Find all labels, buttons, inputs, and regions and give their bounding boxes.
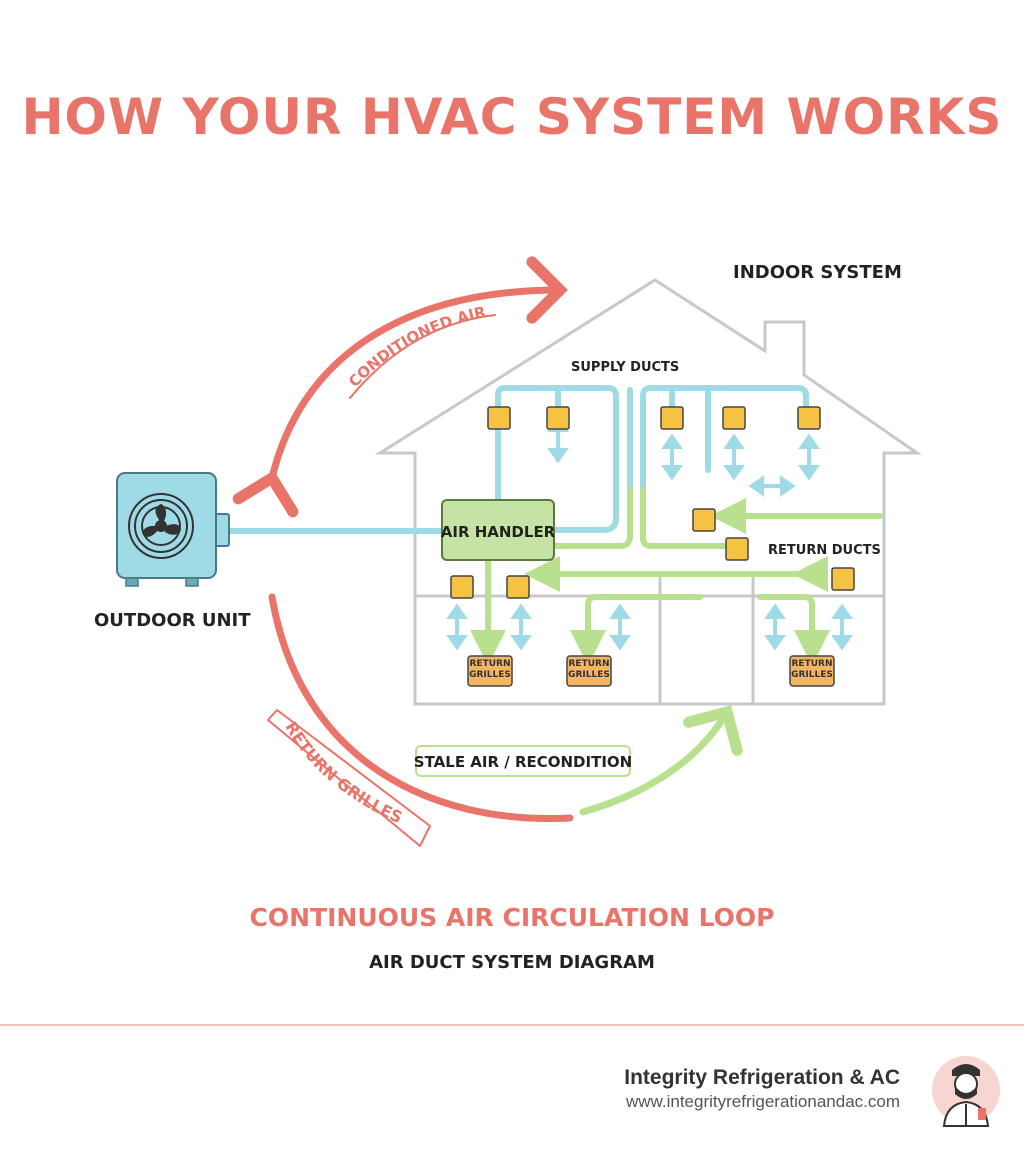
loop-title: CONTINUOUS AIR CIRCULATION LOOP (249, 903, 775, 932)
technician-avatar-icon (932, 1056, 1000, 1127)
outdoor-unit-label: OUTDOOR UNIT (94, 610, 251, 631)
fan-icon (128, 493, 194, 559)
return-grilles-arc-label: RETURN GRILLES (267, 709, 431, 847)
supply-vents (450, 406, 855, 599)
stale-air-arc (579, 705, 743, 816)
indoor-system-label: INDOOR SYSTEM (733, 262, 902, 283)
air-handler-label: AIR HANDLER (441, 523, 556, 541)
supply-ducts (225, 385, 809, 534)
footer-divider (0, 1024, 1024, 1026)
return-ducts-label: RETURN DUCTS (768, 543, 881, 558)
return-ducts (470, 487, 883, 666)
company-url: www.integrityrefrigerationandac.com (625, 1092, 900, 1111)
diagram-subtitle: AIR DUCT SYSTEM DIAGRAM (369, 952, 655, 973)
supply-ducts-label: SUPPLY DUCTS (571, 360, 680, 375)
outdoor-unit (116, 472, 230, 587)
page-title: HOW YOUR HVAC SYSTEM WORKS (21, 88, 1003, 146)
conditioned-air-label: CONDITIONED AIR (345, 303, 496, 399)
conditioned-air-arc (232, 256, 568, 518)
air-handler: AIR HANDLER (441, 499, 556, 561)
company-name: Integrity Refrigeration & AC (624, 1066, 900, 1089)
svg-text:STALE AIR / RECONDITION: STALE AIR / RECONDITION (414, 753, 632, 771)
stale-air-label: STALE AIR / RECONDITION (414, 745, 632, 777)
return-air-arc (268, 593, 574, 823)
